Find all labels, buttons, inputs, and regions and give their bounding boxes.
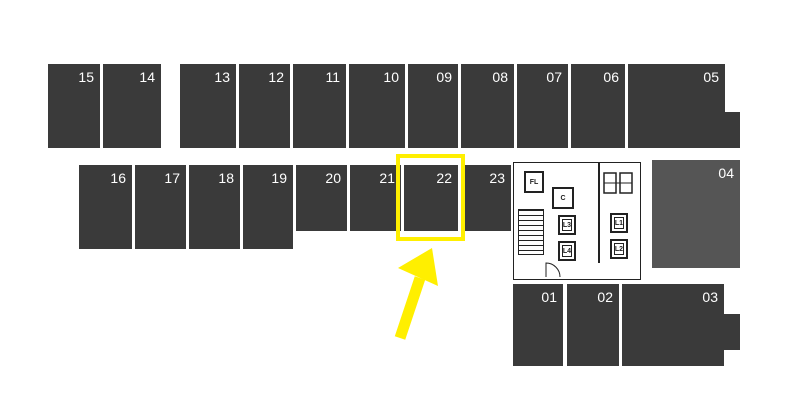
highlight-box [396,154,465,241]
unit-label: 11 [325,69,340,85]
unit-label: 01 [541,289,557,305]
unit-18[interactable]: 18 [189,165,240,249]
unit-label: 08 [492,69,508,85]
unit-06[interactable]: 06 [571,64,625,148]
lift-l2: L2 [610,239,628,259]
door-swing-icon [545,262,561,278]
core-divider [598,163,600,263]
unit-label: 03 [702,289,718,305]
stairs-icon [518,209,544,255]
unit-label: 12 [268,69,284,85]
unit-label: 15 [78,69,94,85]
unit-label: 06 [603,69,619,85]
unit-07[interactable]: 07 [517,64,568,148]
unit-03-extension [718,314,740,350]
unit-19[interactable]: 19 [243,165,293,249]
service-core: FL C L3 L4 L1 L2 [513,162,641,280]
unit-label: 20 [325,170,341,186]
lift-l1: L1 [610,213,628,233]
unit-12[interactable]: 12 [239,64,290,148]
unit-label: 04 [718,165,734,181]
unit-15[interactable]: 15 [48,64,100,148]
unit-label: 07 [546,69,562,85]
unit-01[interactable]: 01 [513,284,563,366]
room-c: C [552,187,574,209]
unit-label: 18 [218,170,234,186]
unit-20[interactable]: 20 [296,165,347,231]
unit-08[interactable]: 08 [461,64,514,148]
unit-label: 13 [214,69,230,85]
unit-05[interactable]: 05 [628,64,725,148]
unit-03[interactable]: 03 [622,284,724,366]
room-fl: FL [524,171,544,193]
unit-21[interactable]: 21 [350,165,401,231]
lift-l4: L4 [558,241,576,261]
unit-23[interactable]: 23 [461,165,511,231]
unit-label: 05 [703,69,719,85]
unit-09[interactable]: 09 [408,64,458,148]
unit-14[interactable]: 14 [103,64,161,148]
unit-16[interactable]: 16 [79,165,132,249]
unit-label: 19 [271,170,287,186]
unit-17[interactable]: 17 [135,165,186,249]
unit-label: 09 [436,69,452,85]
unit-label: 10 [383,69,399,85]
unit-label: 23 [489,170,505,186]
restroom-fixtures-icon [603,172,633,194]
unit-22[interactable]: 22 [404,165,458,231]
unit-10[interactable]: 10 [349,64,405,148]
unit-label: 02 [597,289,613,305]
unit-label: 16 [110,170,126,186]
unit-label: 21 [379,170,395,186]
unit-11[interactable]: 11 [293,64,346,148]
unit-label: 22 [436,170,452,186]
unit-05-extension [720,112,740,148]
unit-13[interactable]: 13 [180,64,236,148]
lift-l3: L3 [558,215,576,235]
unit-04[interactable]: 04 [652,160,740,268]
unit-label: 14 [139,69,155,85]
unit-02[interactable]: 02 [567,284,619,366]
unit-label: 17 [164,170,180,186]
